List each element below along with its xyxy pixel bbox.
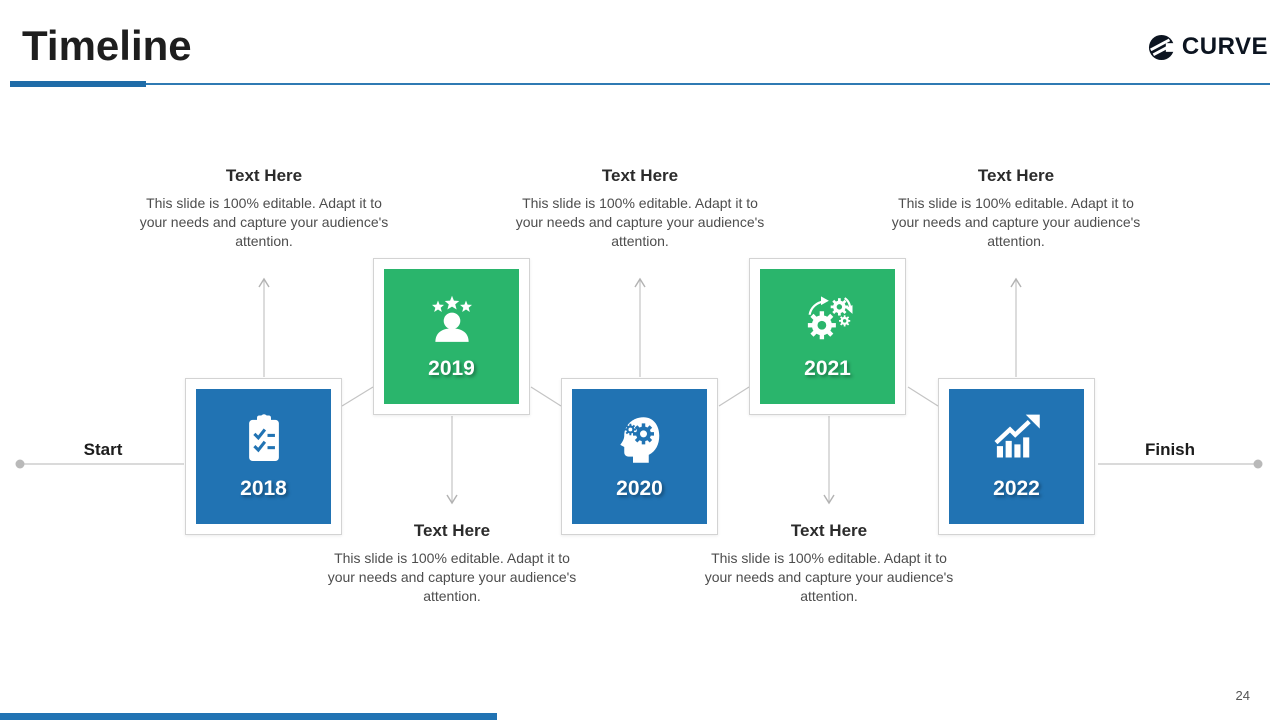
text-block-heading: Text Here	[601, 166, 679, 185]
finish-label: Finish	[1144, 440, 1196, 459]
timeline-item-2020: 2020	[561, 378, 718, 535]
timeline-item-2019: 2019	[373, 258, 530, 415]
start-dot	[15, 459, 25, 469]
diagonal-connectors	[341, 386, 939, 407]
text-block-body: This slide is 100% editable. Adapt it to…	[139, 195, 389, 249]
timeline-item-2018: 2018	[185, 378, 342, 535]
timeline-item-2021: 2021	[749, 258, 906, 415]
text-block-2018: Text Here This slide is 100% editable. A…	[139, 165, 389, 251]
down-arrows	[446, 416, 835, 505]
text-block-body: This slide is 100% editable. Adapt it to…	[515, 195, 765, 249]
up-arrows	[258, 277, 1022, 377]
year-square-2019: 2019	[384, 269, 519, 404]
text-block-heading: Text Here	[790, 521, 868, 540]
curve-logo: CURVE	[1148, 33, 1268, 61]
growth-chart-icon	[994, 414, 1040, 458]
clipboard-checklist-icon	[248, 414, 279, 461]
timeline-axis-lines	[15, 459, 1263, 469]
text-block-body: This slide is 100% editable. Adapt it to…	[704, 550, 954, 604]
text-block-2021: Text Here This slide is 100% editable. A…	[704, 520, 954, 606]
text-block-heading: Text Here	[977, 166, 1055, 185]
year-label: 2020	[616, 477, 663, 500]
head-gears-icon	[619, 417, 659, 463]
text-block-2019: Text Here This slide is 100% editable. A…	[327, 520, 577, 606]
title-underline-accent	[10, 81, 146, 87]
year-square-2018: 2018	[196, 389, 331, 524]
year-square-2022: 2022	[949, 389, 1084, 524]
text-block-2022: Text Here This slide is 100% editable. A…	[891, 165, 1141, 251]
person-rating-stars-icon	[431, 295, 472, 342]
curve-logo-text: CURVE	[1181, 33, 1268, 60]
footer-accent-bar	[0, 713, 497, 720]
year-label: 2019	[428, 357, 475, 380]
title-underline-rule	[146, 83, 1270, 85]
text-block-heading: Text Here	[225, 166, 303, 185]
page-title: Timeline	[22, 22, 192, 69]
text-block-heading: Text Here	[413, 521, 491, 540]
year-label: 2021	[804, 357, 851, 380]
text-block-body: This slide is 100% editable. Adapt it to…	[891, 195, 1141, 249]
text-block-2020: Text Here This slide is 100% editable. A…	[515, 165, 765, 251]
curve-logo-icon	[1148, 34, 1175, 60]
year-label: 2022	[993, 477, 1040, 500]
page-number: 24	[1235, 688, 1250, 703]
start-label: Start	[83, 440, 123, 459]
timeline-item-2022: 2022	[938, 378, 1095, 535]
finish-dot	[1253, 459, 1263, 469]
text-block-body: This slide is 100% editable. Adapt it to…	[327, 550, 577, 604]
year-label: 2018	[240, 477, 287, 500]
year-square-2021: 2021	[760, 269, 895, 404]
year-square-2020: 2020	[572, 389, 707, 524]
process-gears-icon	[807, 296, 852, 340]
